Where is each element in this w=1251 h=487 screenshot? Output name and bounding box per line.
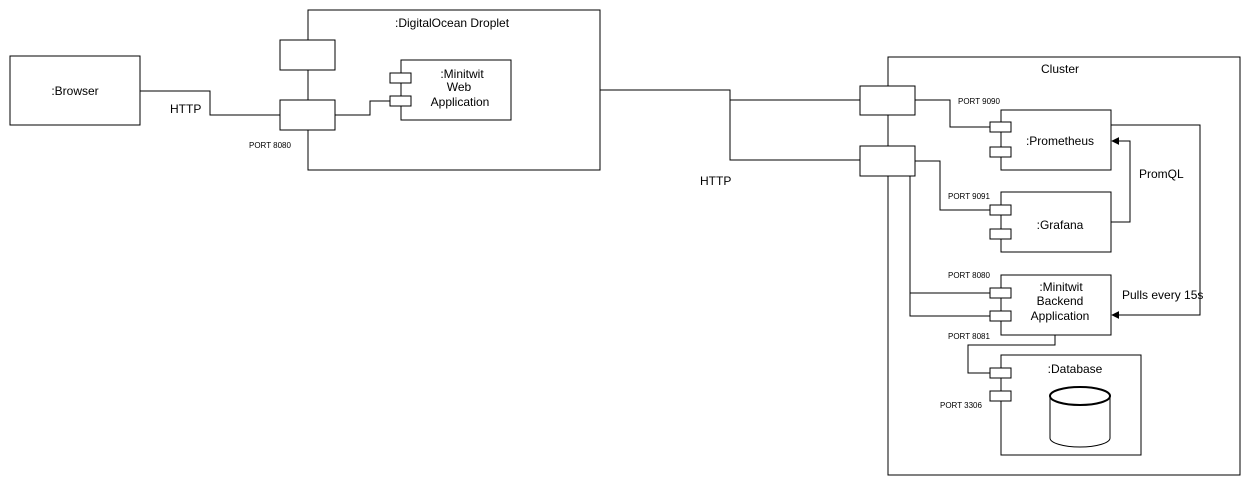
browser-http-edge	[140, 90, 280, 116]
backend-line3: Application	[1031, 309, 1090, 323]
backend-line2: Backend	[1037, 294, 1084, 308]
promql-edge	[1111, 137, 1131, 223]
droplet-top-port	[279, 39, 336, 71]
cluster-port-top	[859, 85, 916, 116]
droplet-cluster-edge-2	[729, 100, 860, 161]
droplet-to-webapp-edge	[335, 100, 390, 116]
web-app-component: :Minitwit Web Application	[389, 59, 512, 121]
grafana-label: :Grafana	[1037, 218, 1084, 232]
web-app-line2: Web	[447, 80, 472, 94]
cluster-http-label: HTTP	[700, 174, 731, 188]
browser-http-label: HTTP	[170, 102, 201, 116]
droplet-title: :DigitalOcean Droplet	[395, 16, 510, 30]
cluster-to-grafana-edge	[915, 160, 990, 211]
droplet-port	[279, 99, 336, 131]
pull-label: Pulls every 15s	[1122, 288, 1203, 302]
browser-label: :Browser	[51, 84, 98, 98]
database-title: :Database	[1048, 362, 1103, 376]
database-cylinder-icon	[1049, 386, 1111, 448]
cluster-to-prometheus-edge	[915, 99, 990, 128]
database-port-label: PORT 3306	[940, 401, 983, 410]
backend-line1: :Minitwit	[1039, 280, 1083, 294]
prometheus-port-label: PORT 9090	[958, 97, 1001, 106]
cluster-title: Cluster	[1041, 62, 1079, 76]
database-component: :Database	[989, 354, 1142, 456]
web-app-line3: Application	[431, 95, 490, 109]
droplet-cluster-edge-1	[600, 89, 860, 101]
backend-port-in-label: PORT 8080	[948, 271, 991, 280]
cluster-to-backend-edge-2	[909, 293, 990, 317]
prometheus-component: :Prometheus	[989, 109, 1112, 171]
web-app-line1: :Minitwit	[440, 67, 484, 81]
cluster-port-bottom	[859, 145, 916, 177]
droplet-port-label: PORT 8080	[249, 141, 292, 150]
backend-port-out-label: PORT 8081	[948, 332, 991, 341]
browser-node: :Browser	[9, 55, 141, 126]
pull-edge	[1111, 124, 1201, 319]
backend-component: :Minitwit Backend Application	[989, 274, 1112, 336]
prometheus-label: :Prometheus	[1026, 134, 1094, 148]
promql-label: PromQL	[1139, 167, 1184, 181]
grafana-component: :Grafana	[989, 191, 1112, 253]
backend-to-database-edge	[967, 335, 1056, 374]
grafana-port-label: PORT 9091	[948, 192, 991, 201]
